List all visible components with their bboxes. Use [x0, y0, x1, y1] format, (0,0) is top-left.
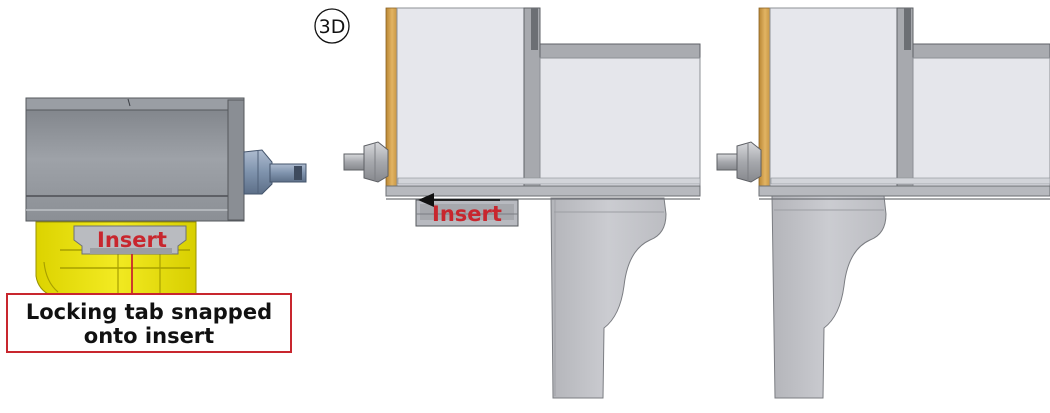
support-bracket-right [771, 195, 887, 399]
support-bracket-middle [550, 197, 667, 399]
step-label: 3D [319, 16, 346, 38]
mounting-peg-right [716, 141, 762, 183]
insertion-arrow [418, 193, 500, 207]
left-panel: Insert Locking tab snapped onto insert [6, 97, 307, 353]
window-rail-section [25, 97, 245, 222]
connector-pin [243, 149, 307, 195]
insert-part [73, 225, 187, 255]
callout-text-line-1: Locking tab snapped [26, 300, 272, 324]
right-panel [716, 7, 1050, 399]
insert-label-left: Insert [97, 228, 167, 252]
callout-text-line-2: onto insert [84, 324, 214, 348]
middle-panel: Insert [343, 7, 701, 399]
callout-box [6, 293, 292, 353]
mounting-peg-middle [343, 141, 389, 183]
window-frame-middle [385, 7, 701, 200]
window-frame-right [758, 7, 1050, 200]
step-badge: 3D [314, 8, 350, 44]
insert-label-middle: Insert [432, 202, 502, 226]
